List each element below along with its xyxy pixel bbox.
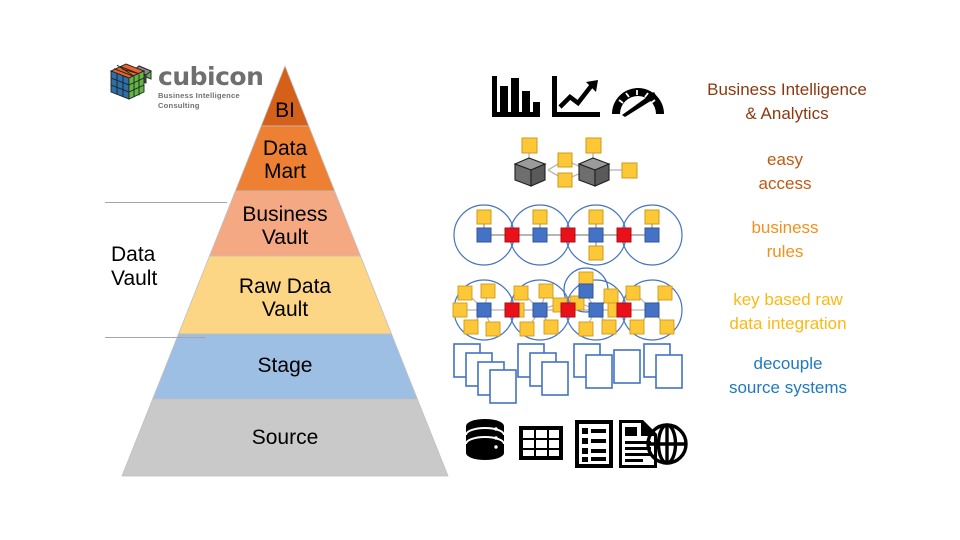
- line-chart-trend-icon: [552, 76, 600, 117]
- satellite-icon: [476, 209, 492, 225]
- satellite-icon: [463, 319, 479, 335]
- satellite-icon: [457, 285, 473, 301]
- cubicon-logo: cubicon Business Intelligence Consulting: [106, 60, 278, 111]
- satellite-icon: [578, 321, 594, 337]
- link-icon: [616, 302, 632, 318]
- pyramid-layer-data-mart: [234, 125, 336, 192]
- hub-icon: [476, 227, 492, 243]
- pyramid-layer-bi: [260, 64, 310, 127]
- satellite-icon: [452, 302, 468, 318]
- hub-icon: [532, 302, 548, 318]
- pyramid-layer-stage: [152, 333, 418, 400]
- list-document-icon: [575, 420, 613, 468]
- satellite-icon: [485, 321, 501, 337]
- hub-icon: [588, 302, 604, 318]
- bar-chart-icon: [492, 76, 540, 117]
- satellite-icon: [644, 209, 660, 225]
- document-icon: [585, 354, 613, 389]
- gauge-icon: [612, 88, 664, 117]
- text-document-icon: [619, 420, 657, 468]
- hub-icon: [476, 302, 492, 318]
- document-icon: [541, 361, 569, 396]
- link-icon: [560, 302, 576, 318]
- data-square-icon: [557, 152, 573, 168]
- data-mart-icons-row: [505, 136, 645, 190]
- document-icon: [655, 354, 683, 389]
- pyramid-layer-source: [121, 398, 449, 477]
- logo-text-block: cubicon Business Intelligence Consulting: [158, 64, 278, 111]
- globe-icon: [646, 423, 688, 465]
- table-grid-icon: [519, 426, 563, 460]
- cube-icon: [577, 157, 611, 187]
- satellite-icon: [519, 321, 535, 337]
- data-vault-bracket-bottom-line: [105, 337, 205, 338]
- satellite-icon: [625, 285, 641, 301]
- data-square-icon: [521, 137, 538, 154]
- satellite-icon: [588, 209, 604, 225]
- source-icons-row: [465, 418, 688, 470]
- database-icon: [465, 419, 505, 460]
- stage-icons-row: [452, 342, 684, 406]
- link-icon: [560, 227, 576, 243]
- satellite-icon: [603, 288, 619, 304]
- rubiks-cube-icon: [106, 62, 158, 106]
- satellite-icon: [480, 283, 496, 299]
- hub-icon: [588, 227, 604, 243]
- satellite-icon: [532, 209, 548, 225]
- satellite-icon: [543, 319, 559, 335]
- satellite-icon: [659, 319, 675, 335]
- satellite-icon: [588, 245, 604, 261]
- bi-right-label: Business Intelligence& Analytics: [707, 80, 867, 123]
- satellite-icon: [513, 285, 529, 301]
- business-vault-icons-row: [450, 204, 683, 266]
- link-icon: [616, 227, 632, 243]
- pyramid-layer-raw-data-vault: [177, 255, 393, 335]
- pyramid-layer-business-vault: [208, 190, 362, 257]
- satellite-icon: [601, 319, 617, 335]
- logo-wordmark: cubicon: [158, 62, 264, 91]
- data-square-icon: [585, 137, 602, 154]
- satellite-icon: [538, 283, 554, 299]
- document-icon: [613, 349, 641, 384]
- hub-icon: [578, 283, 594, 299]
- hub-icon: [532, 227, 548, 243]
- satellite-icon: [657, 285, 673, 301]
- cube-icon: [513, 157, 547, 187]
- document-icon: [489, 369, 517, 404]
- bi-icons-row: [490, 72, 665, 122]
- data-square-icon: [621, 162, 638, 179]
- data-square-icon: [557, 172, 573, 188]
- link-icon: [504, 302, 520, 318]
- link-icon: [504, 227, 520, 243]
- raw-vault-icons-row: [450, 267, 683, 342]
- logo-tagline: Business Intelligence Consulting: [158, 91, 240, 110]
- data-vault-bracket-top-line: [105, 202, 227, 203]
- satellite-icon: [629, 319, 645, 335]
- hub-icon: [644, 227, 660, 243]
- hub-icon: [644, 302, 660, 318]
